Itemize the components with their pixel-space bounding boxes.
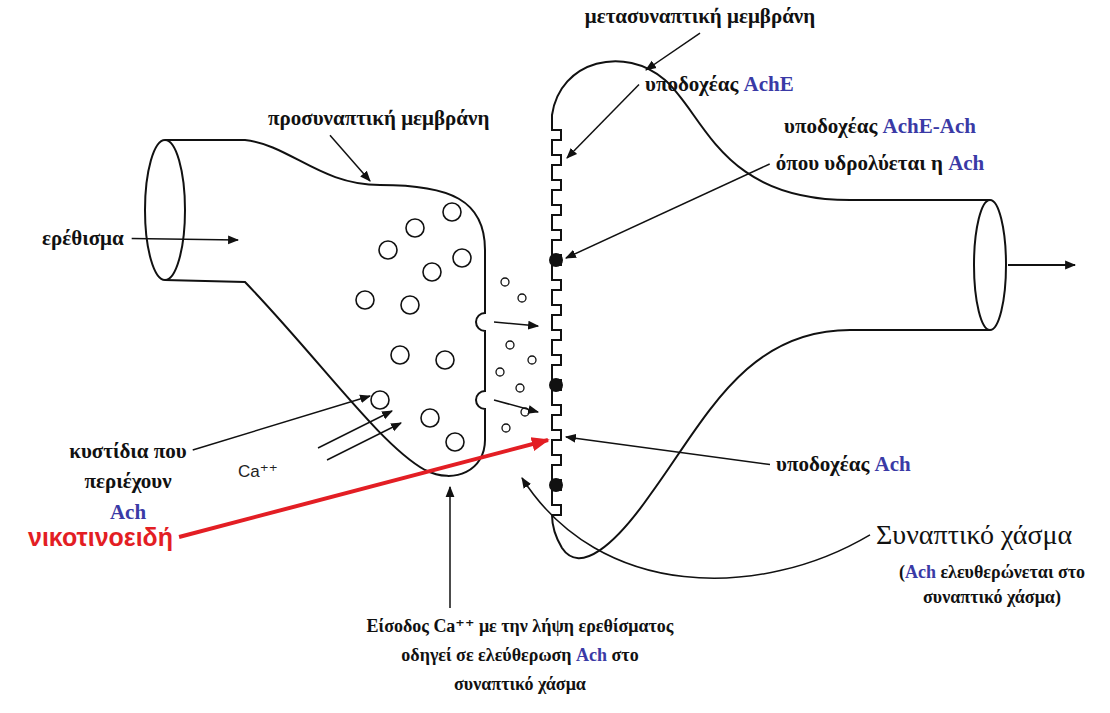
leader-line — [567, 85, 639, 158]
cleft-note: (Ach ελευθερώνεται στο συναπτικό χάσμα) — [899, 560, 1085, 610]
receptor-label: υποδοχέας Ach — [776, 452, 911, 477]
stimulus-arrow — [132, 239, 238, 240]
receptor-label: υποδοχέας AchE-Ach όπου υδρολύεται η Ach — [776, 108, 985, 182]
leader-line — [193, 396, 370, 450]
vesicle-label: κυστίδια που περιέχουν Ach — [69, 436, 186, 527]
calcium-arrow — [318, 411, 392, 448]
leader-line — [330, 135, 370, 181]
leader-lines — [132, 33, 870, 608]
stimulus-label: ερέθισμα — [40, 226, 126, 251]
membrane-label: μετασυναπτική μεμβράνη — [585, 4, 815, 29]
leader-curve — [522, 478, 870, 578]
leader-line — [449, 487, 451, 608]
release-arrows — [494, 322, 538, 412]
signal-arrow — [1008, 264, 1075, 266]
note-text: Είσοδος Ca⁺⁺ με την λήψη ερεθίσματος οδη… — [367, 612, 674, 698]
membrane-label: προσυναπτική μεμβράνη — [268, 106, 489, 131]
term-highlight: AchE — [744, 72, 794, 96]
term-highlight: Ach — [948, 151, 984, 175]
calcium-arrow — [327, 423, 401, 460]
presynaptic-terminal — [145, 140, 485, 476]
synaptic-vesicles — [356, 203, 471, 451]
highlight-arrow — [179, 440, 548, 537]
term-highlight: AchE-Ach — [883, 114, 976, 138]
highlight-label: νικοτινοειδή — [28, 522, 173, 552]
receptor-label: υποδοχέας AchE — [645, 72, 794, 97]
cleft-label: Συναπτικό χάσμα — [876, 518, 1072, 552]
bound-receptors — [549, 253, 563, 492]
term-highlight: Ach — [576, 645, 607, 665]
leader-line — [566, 437, 770, 465]
term-highlight: Ach — [875, 452, 911, 476]
leader-line — [646, 33, 700, 70]
term-highlight: Ach — [905, 562, 936, 582]
postsynaptic-cell — [552, 61, 1006, 558]
term-highlight: Ach — [110, 500, 146, 524]
ion-label: Ca⁺⁺ — [238, 462, 278, 482]
leader-line — [566, 164, 770, 258]
acetylcholine-molecules — [496, 278, 536, 432]
